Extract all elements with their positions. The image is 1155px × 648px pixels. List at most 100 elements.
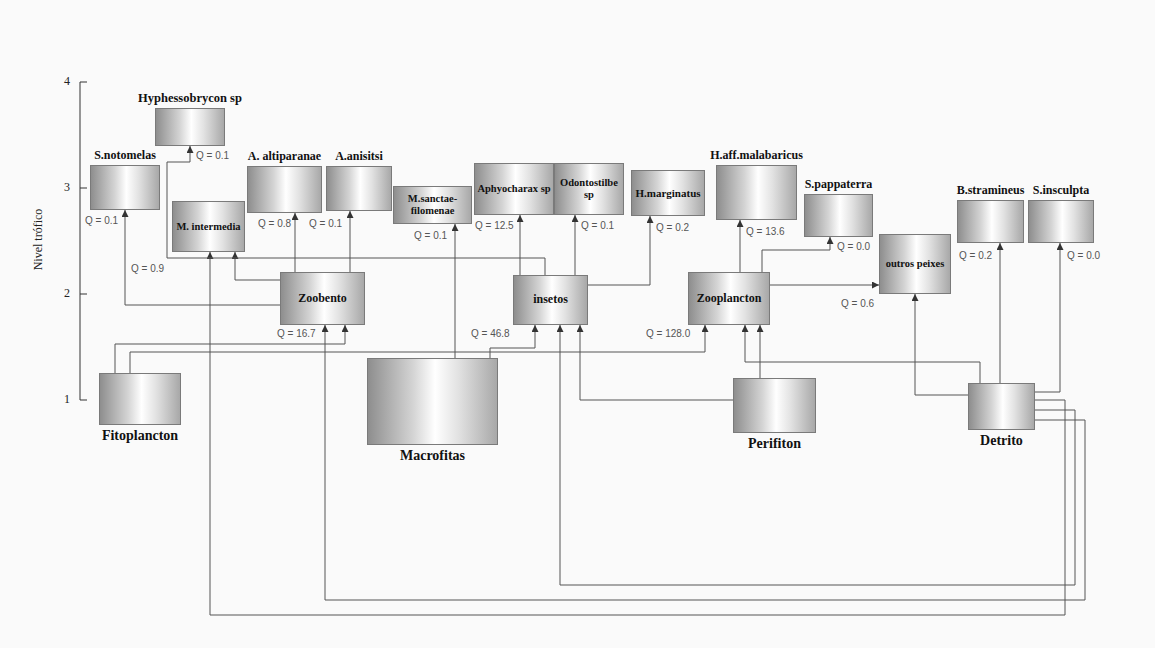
node-label-holder: outros peixes (879, 234, 951, 294)
food-web-node: Zooplancton (688, 272, 770, 325)
food-web-node: Odontostilbe sp (554, 163, 624, 215)
food-web-node: S.notomelas (90, 165, 160, 210)
energy-flow (1000, 243, 1001, 383)
node-label: Zoobento (298, 292, 347, 305)
energy-flow (455, 224, 456, 358)
energy-flow (580, 325, 733, 400)
food-web-node: Hyphessobrycon sp (155, 108, 225, 146)
node-label: M. intermedia (176, 221, 240, 233)
flow-value: Q = 0.1 (413, 230, 448, 241)
node-picture (968, 383, 1035, 430)
energy-flow (1035, 243, 1060, 392)
food-web-node: Detrito (968, 383, 1035, 430)
node-label: insetos (533, 293, 568, 306)
energy-flow (760, 325, 761, 378)
energy-flow (520, 215, 521, 275)
node-label: H.aff.malabaricus (710, 148, 803, 163)
node-label-holder: H.marginatus (631, 170, 705, 216)
food-web-node: M. intermedia (172, 201, 245, 252)
node-picture (367, 358, 498, 445)
node-label: Macrofitas (400, 448, 465, 464)
node-label: Odontostilbe sp (557, 177, 621, 200)
food-web-node: insetos (513, 275, 588, 325)
node-label-holder: Odontostilbe sp (554, 163, 624, 215)
node-picture (1028, 200, 1094, 243)
node-label: Perifiton (748, 436, 801, 452)
axis-tick: 4 (64, 74, 70, 89)
node-label: M.sanctae- filomenae (396, 193, 469, 216)
node-label: Hyphessobrycon sp (138, 91, 242, 106)
food-web-node: A.anisitsi (326, 166, 392, 211)
node-picture (99, 373, 181, 425)
energy-flow (295, 213, 296, 272)
energy-flow (235, 252, 280, 280)
flow-value: Q = 0.1 (195, 150, 230, 161)
flow-value: Q = 0.1 (580, 220, 615, 231)
node-label: S.pappaterra (805, 177, 873, 192)
flow-value: Q = 0.6 (840, 298, 875, 309)
energy-flow (575, 215, 576, 275)
node-picture (90, 165, 160, 210)
food-web-node: S.insculpta (1028, 200, 1094, 243)
node-label-holder: Zooplancton (688, 272, 770, 325)
food-web-node: Aphyocharax sp (474, 163, 554, 215)
energy-flow (325, 325, 1085, 600)
flow-value: Q = 46.8 (470, 328, 511, 339)
node-label: S.notomelas (94, 148, 156, 163)
energy-flow (350, 211, 351, 272)
energy-flow (115, 325, 345, 373)
food-web-node: H.marginatus (631, 170, 705, 216)
node-label-holder: M.sanctae- filomenae (393, 186, 472, 224)
node-label: S.insculpta (1033, 183, 1089, 198)
flow-value: Q = 12.5 (474, 220, 515, 231)
energy-flow (745, 325, 980, 383)
food-web-node: S.pappaterra (804, 194, 873, 237)
node-picture (247, 166, 322, 213)
node-label: B.stramineus (957, 183, 1025, 198)
food-web-node: Zoobento (280, 272, 365, 325)
node-picture (326, 166, 392, 211)
energy-flow (210, 252, 1065, 615)
food-web-node: Macrofitas (367, 358, 498, 445)
flow-value: Q = 0.0 (836, 241, 871, 252)
node-label: Aphyocharax sp (477, 183, 550, 195)
flow-value: Q = 0.0 (1066, 250, 1101, 261)
flow-value: Q = 0.1 (308, 218, 343, 229)
food-web-node: H.aff.malabaricus (716, 165, 797, 220)
food-web-node: A. altiparanae (247, 166, 322, 213)
node-picture (957, 200, 1024, 243)
node-label-holder: insetos (513, 275, 588, 325)
energy-flow (740, 220, 741, 272)
node-picture (804, 194, 873, 237)
axis-tick: 3 (64, 180, 70, 195)
food-web-node: M.sanctae- filomenae (393, 186, 472, 224)
food-web-node: Perifiton (733, 378, 816, 433)
food-web-node: outros peixes (879, 234, 951, 294)
flow-value: Q = 0.2 (958, 250, 993, 261)
node-label: H.marginatus (635, 187, 700, 199)
flow-value: Q = 0.9 (130, 263, 165, 274)
axis-tick: 2 (64, 286, 70, 301)
flow-value: Q = 128.0 (645, 328, 691, 339)
flow-value: Q = 0.8 (257, 218, 292, 229)
node-label-holder: Zoobento (280, 272, 365, 325)
node-picture (733, 378, 816, 433)
node-label: Zooplancton (697, 292, 762, 305)
energy-flow (560, 325, 1075, 585)
node-label: Fitoplancton (102, 428, 178, 444)
node-label-holder: M. intermedia (172, 201, 245, 252)
node-label: outros peixes (886, 258, 944, 270)
energy-flow (762, 237, 830, 272)
node-label: A. altiparanae (248, 149, 321, 164)
node-picture (155, 108, 225, 146)
food-web-node: B.stramineus (957, 200, 1024, 243)
node-label-holder: Aphyocharax sp (474, 163, 554, 215)
energy-flow (770, 285, 879, 286)
food-web-node: Fitoplancton (99, 373, 181, 425)
flow-value: Q = 0.2 (655, 222, 690, 233)
energy-flow (915, 294, 968, 395)
flow-value: Q = 16.7 (276, 328, 317, 339)
axis-title: Nivel trófico (31, 209, 46, 271)
node-picture (716, 165, 797, 220)
